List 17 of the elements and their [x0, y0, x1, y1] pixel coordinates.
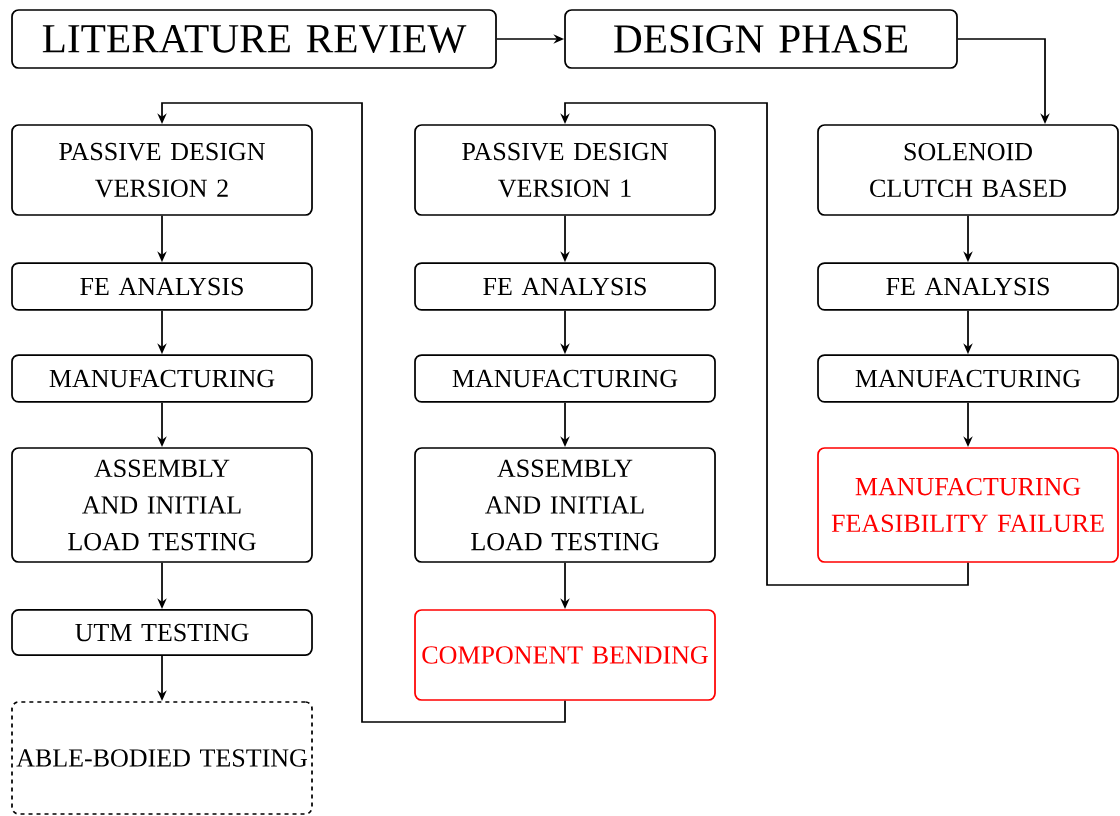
- step-box: MANUFACTURING: [11, 354, 313, 403]
- step-box: ASSEMBLY AND INITIAL LOAD TESTING: [414, 447, 716, 563]
- step-box: DESIGN PHASE: [564, 9, 958, 69]
- step-box: MANUFACTURING FEASIBILITY FAILURE: [817, 447, 1119, 563]
- step-box: ABLE-BODIED TESTING: [11, 701, 313, 815]
- step-box: LITERATURE REVIEW: [11, 9, 497, 69]
- step-box: UTM TESTING: [11, 609, 313, 656]
- step-box: FE ANALYSIS: [11, 262, 313, 311]
- step-box: ASSEMBLY AND INITIAL LOAD TESTING: [11, 447, 313, 563]
- step-box: MANUFACTURING: [414, 354, 716, 403]
- step-box: COMPONENT BENDING: [414, 609, 716, 701]
- step-box: FE ANALYSIS: [817, 262, 1119, 311]
- step-box: FE ANALYSIS: [414, 262, 716, 311]
- step-box: PASSIVE DESIGN VERSION 1: [414, 124, 716, 216]
- step-box: PASSIVE DESIGN VERSION 2: [11, 124, 313, 216]
- step-box: SOLENOID CLUTCH BASED: [817, 124, 1119, 216]
- step-box: MANUFACTURING: [817, 354, 1119, 403]
